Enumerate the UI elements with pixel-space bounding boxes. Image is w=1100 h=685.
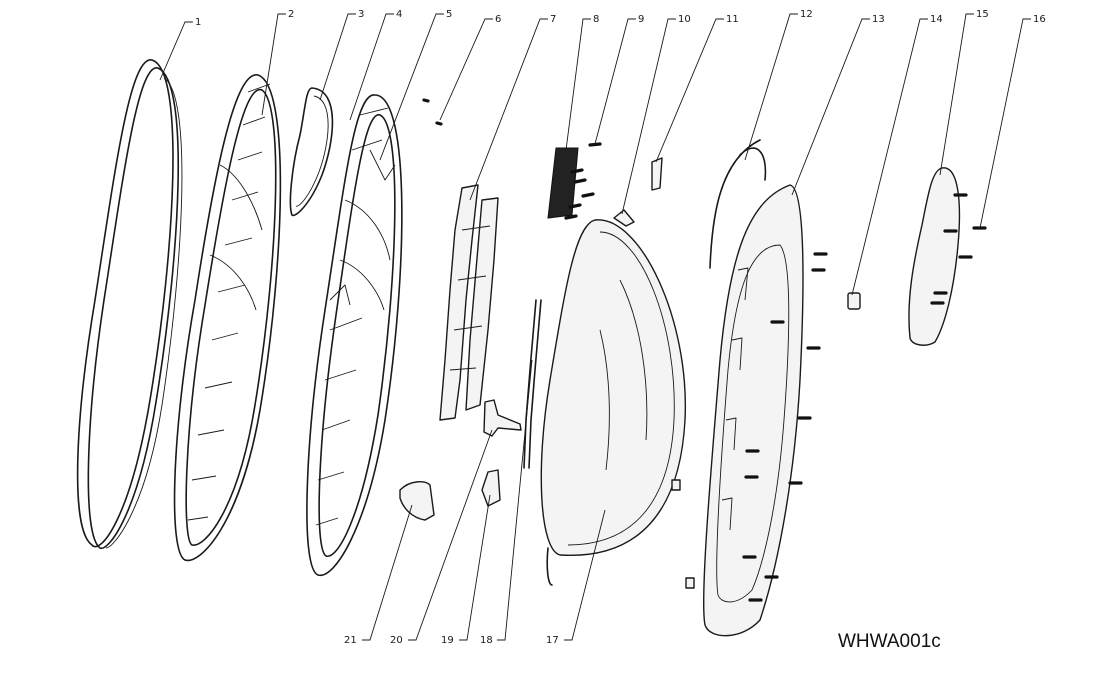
part-15-cover-plate [908,167,973,346]
part-19-small-latch [481,469,501,507]
reference-code: WHWA001c [838,631,941,652]
callout-12: 12 [800,9,813,20]
part-20-handle-arm [483,399,522,437]
callout-18: 18 [480,635,493,646]
callout-21: 21 [344,635,357,646]
part-13-inner-panel [685,184,828,637]
part-21-handle [399,481,435,521]
part-2-door-frame [173,74,282,562]
part-10-clip [613,209,635,227]
callout-10: 10 [678,14,691,25]
part-8-latch-block [547,147,595,220]
callout-19: 19 [441,635,454,646]
callout-3: 3 [358,9,364,20]
part-9-screw [588,142,602,147]
callout-20: 20 [390,635,403,646]
callout-2: 2 [288,9,294,20]
callout-1: 1 [195,17,201,28]
callout-11: 11 [726,14,739,25]
callout-15: 15 [976,9,989,20]
callout-14: 14 [930,14,943,25]
part-12-wire [709,139,767,269]
callout-17: 17 [546,635,559,646]
callout-6: 6 [495,14,501,25]
callout-labels: 1 2 3 4 5 6 7 8 9 10 11 12 13 14 15 16 1… [195,9,1046,646]
callout-5: 5 [446,9,452,20]
part-14-button [847,292,861,310]
part-3-gasket [289,87,334,217]
callout-9: 9 [638,14,644,25]
part-5-inner-frame [306,94,403,576]
callout-16: 16 [1033,14,1046,25]
callout-4: 4 [396,9,402,20]
leader-lines [159,13,1031,641]
callout-8: 8 [593,14,599,25]
part-18-latch-rod [523,299,542,469]
part-6-screws [422,98,443,126]
part-7-hinge-plate [439,184,499,421]
callout-13: 13 [872,14,885,25]
part-1-outer-ring [76,59,183,550]
callout-7: 7 [550,14,556,25]
part-17-door-glass [540,219,687,586]
part-11-bracket [651,157,663,191]
